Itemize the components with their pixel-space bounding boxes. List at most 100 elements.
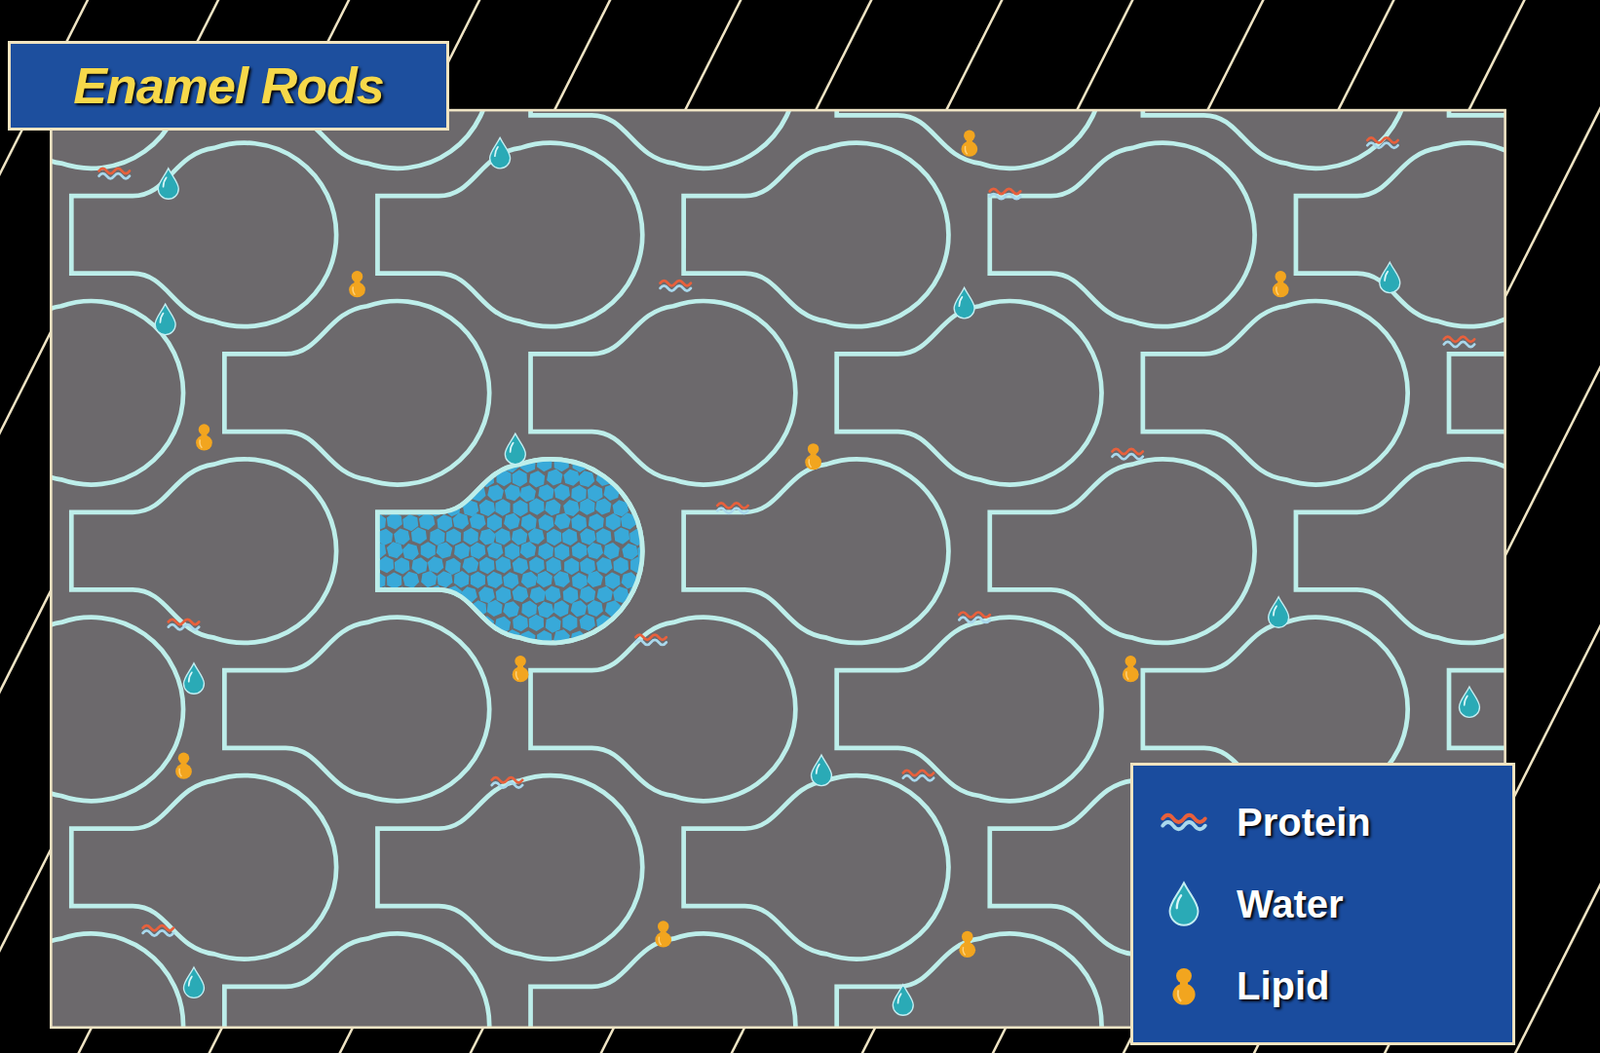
crystal — [420, 541, 436, 559]
crystal — [386, 687, 403, 706]
lipid-blob — [960, 130, 978, 157]
crystal — [680, 380, 696, 399]
water-icon — [892, 985, 914, 1016]
crystal — [696, 556, 715, 576]
crystal — [479, 556, 496, 574]
crystal — [689, 397, 706, 416]
crystal — [780, 381, 798, 401]
crystal — [454, 424, 470, 443]
crystal — [385, 395, 404, 416]
crystal — [401, 570, 420, 591]
crystal — [822, 659, 838, 677]
lipid-icon — [654, 920, 672, 948]
water-highlight — [1384, 271, 1388, 281]
crystal — [671, 454, 689, 474]
crystal — [503, 367, 520, 385]
crystal — [636, 716, 654, 736]
crystal — [453, 657, 471, 678]
crystal — [410, 672, 428, 692]
crystal — [552, 394, 572, 415]
water-highlight — [958, 297, 962, 306]
enamel-rod — [50, 933, 184, 1028]
crystal — [854, 483, 874, 504]
crystal — [755, 658, 773, 679]
crystal — [554, 716, 572, 735]
crystal — [715, 645, 731, 663]
crystal — [562, 586, 578, 606]
crystal — [352, 396, 368, 415]
crystal — [856, 659, 874, 679]
crystal — [404, 659, 420, 678]
water-drop — [1458, 686, 1480, 718]
crystal — [797, 673, 814, 692]
protein-wave — [958, 617, 990, 623]
crystal — [563, 467, 581, 488]
crystal — [434, 686, 454, 707]
crystal — [555, 658, 572, 677]
crystal — [446, 528, 462, 546]
crystal — [436, 630, 454, 649]
water-highlight — [898, 993, 902, 1003]
crystal — [865, 643, 882, 662]
enamel-rod — [71, 775, 337, 960]
crystal — [762, 381, 781, 402]
crystal — [513, 702, 529, 721]
crystal — [723, 455, 739, 473]
water-icon — [1458, 686, 1480, 718]
crystal — [662, 673, 681, 693]
crystal — [839, 397, 856, 416]
crystal — [378, 555, 394, 574]
enamel-rod — [684, 458, 950, 644]
crystal — [564, 558, 579, 575]
crystal — [586, 368, 604, 387]
enamel-rod — [50, 301, 184, 486]
crystal — [847, 440, 866, 460]
crystal — [788, 657, 806, 678]
crystal — [821, 716, 839, 735]
molecule-icons — [99, 130, 1481, 1017]
crystal — [805, 541, 823, 561]
lipid-icon — [1122, 655, 1140, 683]
crystal — [520, 396, 535, 415]
crystal — [529, 556, 545, 575]
crystal — [679, 557, 697, 577]
crystal — [704, 600, 722, 619]
crystal — [552, 569, 572, 589]
water-highlight — [1177, 895, 1181, 909]
crystal — [756, 512, 771, 531]
lipid-body — [1122, 667, 1140, 684]
crystal — [629, 381, 647, 401]
crystal — [779, 410, 799, 430]
crystal — [529, 439, 545, 458]
crystal — [680, 440, 695, 458]
crystal — [762, 555, 780, 574]
crystal — [680, 613, 696, 632]
water-highlight — [159, 313, 163, 323]
legend-row: Water — [1160, 880, 1493, 928]
crystal — [546, 645, 562, 662]
crystal — [596, 584, 614, 605]
crystal — [394, 440, 410, 458]
crystal — [855, 687, 874, 708]
crystal — [587, 656, 605, 676]
crystal — [855, 454, 874, 474]
crystal — [706, 397, 723, 416]
crystal — [747, 382, 764, 402]
crystal — [864, 700, 883, 721]
crystal — [661, 525, 681, 546]
crystal — [495, 498, 510, 517]
crystal — [815, 614, 831, 633]
crystal — [805, 395, 823, 415]
crystal — [881, 410, 899, 429]
crystal — [821, 599, 839, 619]
crystal — [495, 673, 512, 691]
crystal — [747, 468, 765, 489]
crystal — [805, 423, 825, 445]
crystal — [488, 395, 504, 415]
crystal — [823, 541, 839, 561]
crystal — [403, 453, 422, 473]
lipid-icon — [195, 423, 213, 451]
crystal — [370, 396, 388, 417]
water-drop — [183, 967, 204, 998]
crystal — [680, 584, 696, 603]
